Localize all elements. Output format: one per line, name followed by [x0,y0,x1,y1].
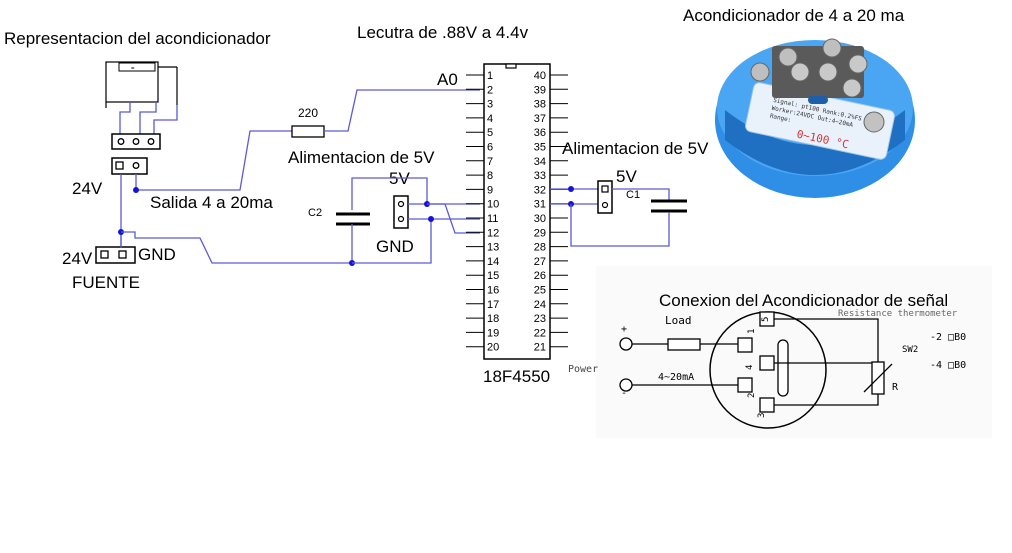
label-4-20ma: 4~20mA [658,372,694,383]
resistor-220 [291,125,325,138]
chip-pin-label: 23 [534,313,546,325]
chip-pin-label: 14 [487,256,499,268]
chip-pin-label: 9 [487,184,493,196]
svg-text:+: + [621,324,627,335]
label-220: 220 [298,106,318,120]
chip-18f4550 [483,63,551,360]
chip-pin-label: 30 [534,213,546,225]
chip-pin-label: 11 [487,213,498,225]
label-c2: C2 [308,207,322,219]
chip-pin-label: 10 [487,199,499,211]
conditioner-photo: Signal: pt100 Rank:0.2%FS Worker:24VDC O… [715,38,915,198]
label-c1: C1 [626,189,640,201]
svg-text:SW2: SW2 [902,345,918,355]
label-chip: 18F4550 [483,367,550,386]
chip-pin-label: 29 [534,227,546,239]
svg-text:-2 □B0: -2 □B0 [930,332,966,343]
chip-pin-label: 24 [534,299,546,311]
svg-text:Range:: Range: [769,113,792,124]
chip-pin-label: 37 [534,113,546,125]
chip-pin-label: 33 [534,170,546,182]
label-a0: A0 [437,70,458,89]
svg-text:-: - [621,388,627,399]
svg-text:3: 3 [757,413,767,418]
label-5v-right: 5V [616,167,637,186]
chip-pin-label: 40 [534,70,546,82]
jumper-5v-left [393,195,409,229]
label-alim-right: Alimentacion de 5V [562,139,709,158]
label-load: Load [665,314,692,327]
chip-pin-label: 5 [487,127,493,139]
svg-text:R: R [892,382,899,393]
label-24v-top: 24V [72,179,103,198]
chip-pin-label: 27 [534,256,546,268]
svg-text:5: 5 [761,317,771,322]
svg-text:1: 1 [747,329,757,334]
chip-pin-label: 21 [534,342,546,354]
label-fuente: FUENTE [72,273,140,292]
chip-pin-label: 34 [534,156,546,168]
chip-pin-label: 15 [487,270,499,282]
chip-pin-label: 26 [534,270,546,282]
chip-pin-label: 6 [487,142,493,154]
chip-pin-label: 25 [534,285,546,297]
chip-pin-label: 19 [487,327,499,339]
chip-pin-label: 2 [487,84,493,96]
conditioner-representation: = [105,61,178,248]
chip-pin-label: 28 [534,242,546,254]
load-resistor [667,338,701,351]
conditioner-outline [105,61,159,103]
chip-pin-label: 31 [534,199,546,211]
label-24v-bottom: 24V [62,249,93,268]
chip-pin-label: 32 [534,184,546,196]
label-power: Power [568,364,598,375]
chip-pin-label: 39 [534,84,546,96]
chip-pin-label: 12 [487,227,499,239]
label-alim-left: Alimentacion de 5V [288,148,435,167]
title-conexion: Conexion del Acondicionador de señal [659,291,948,310]
chip-pin-label: 35 [534,142,546,154]
chip-pin-label: 16 [487,285,499,297]
chip-pin-label: 1 [487,70,493,82]
chip-pin-label: 4 [487,113,493,125]
chip-pin-label: 36 [534,127,546,139]
svg-text:4: 4 [745,365,755,370]
chip-pin-label: 17 [487,299,499,311]
chip-pin-label: 38 [534,99,546,111]
sensor-resistor-symbol [118,62,156,72]
title-representacion: Representacion del acondicionador [4,29,271,48]
chip-pin-label: 13 [487,242,499,254]
label-gnd-mid: GND [376,237,414,256]
title-photo: Acondicionador de 4 a 20 ma [683,6,905,25]
label-resistance-thermometer: Resistance thermometer [838,309,958,319]
label-salida: Salida 4 a 20ma [150,193,273,212]
chip-pin-label: 20 [487,342,499,354]
sensor-mark: = [131,66,135,72]
title-lectura: Lecutra de .88V a 4.4v [357,23,529,42]
chip-pin-label: 3 [487,99,493,111]
chip-pin-label: 7 [487,156,493,168]
wiring-diagram: Conexion del Acondicionador de señal Res… [568,266,992,438]
label-gnd-left: GND [138,245,176,264]
chip-pin-label: 8 [487,170,493,182]
chip-pin-label: 22 [534,327,546,339]
chip-pins-right: 40 39 38 37 36 35 34 33 32 31 30 29 28 27 26 25 24 23 22 21 [534,70,568,354]
power-supply-connector [95,246,136,264]
svg-text:-4 □B0: -4 □B0 [930,360,966,371]
svg-text:2: 2 [747,393,757,398]
chip-pin-label: 18 [487,313,499,325]
